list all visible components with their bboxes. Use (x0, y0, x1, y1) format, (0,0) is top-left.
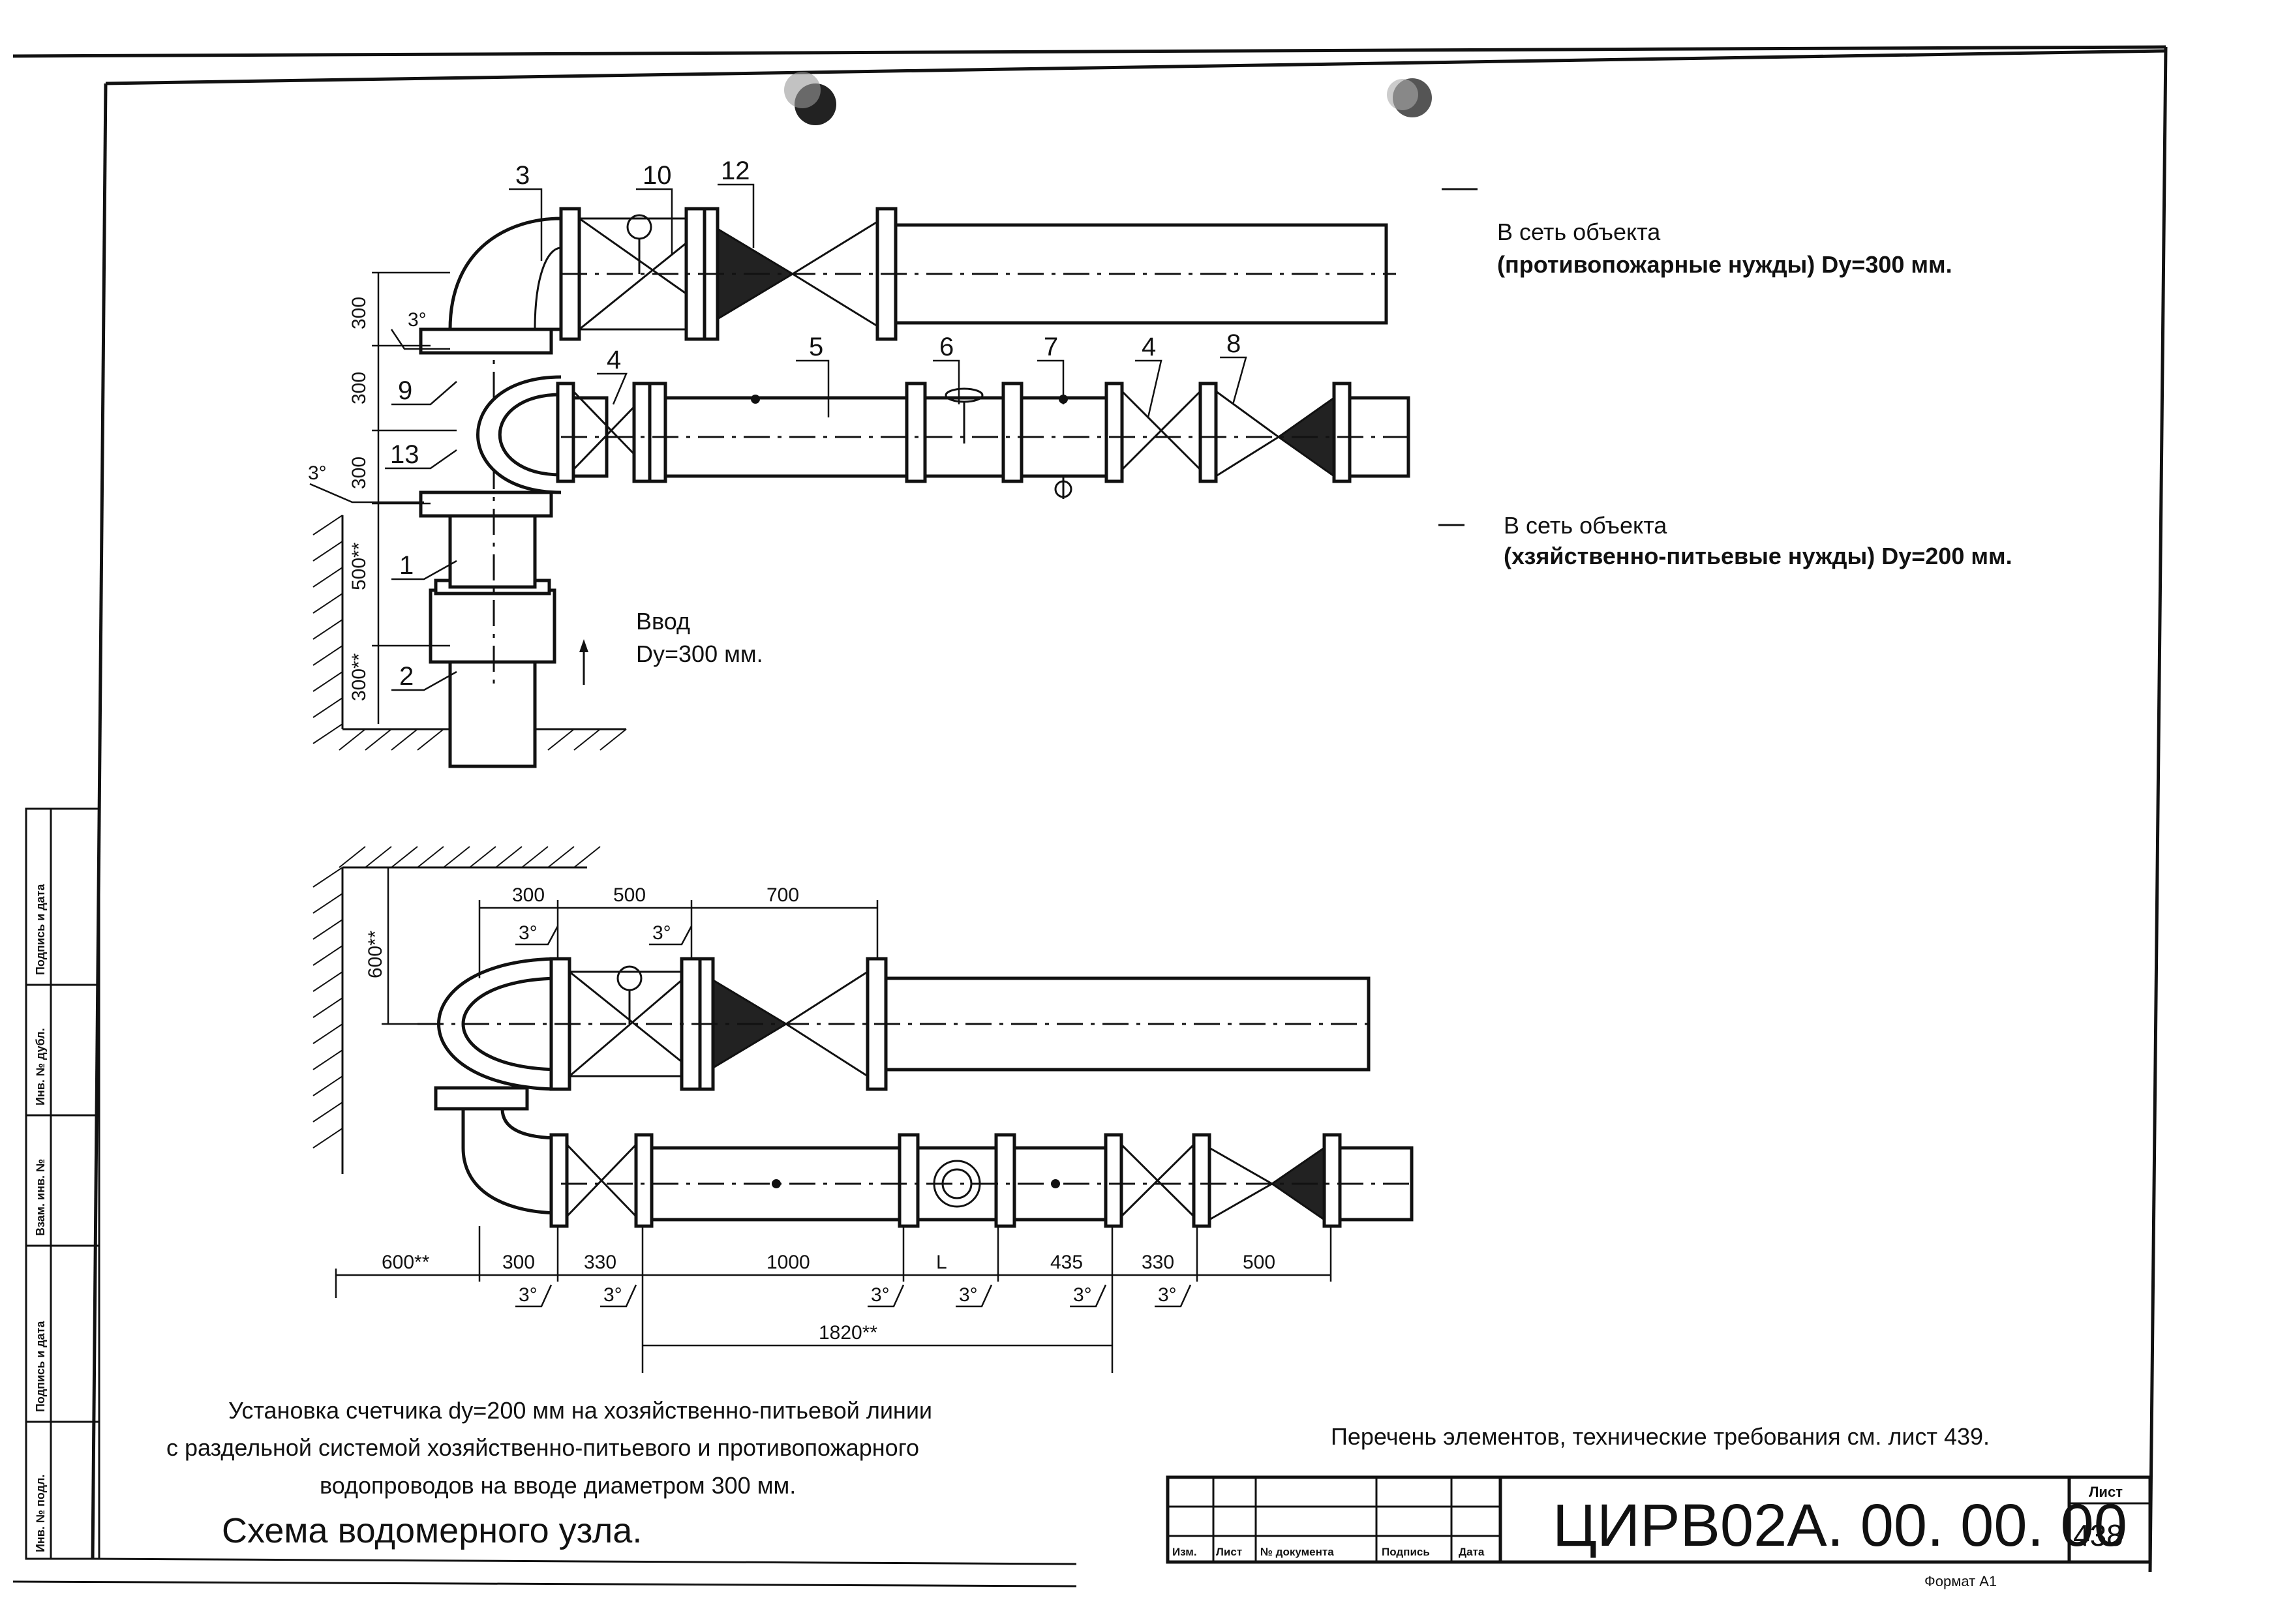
plan-domestic-line (549, 1133, 1414, 1228)
callout-1: 1 (399, 551, 414, 580)
plan-top-dims: 300 500 700 3° 3° 600** (365, 867, 879, 1025)
plan-total-dim: 1820** (819, 1322, 877, 1344)
wall-hatch-top (312, 515, 627, 751)
punch-holes (784, 72, 1432, 125)
elevation-callouts: 3 10 12 5 6 7 4 4 8 9 13 1 2 (385, 157, 1247, 691)
side-stamp-5: Подпись и дата (34, 884, 47, 975)
plan-bottom-dim-4: 1000 (766, 1252, 810, 1273)
dim-v5: 300** (348, 653, 370, 701)
plan-bottom-dim-5: L (936, 1252, 947, 1273)
plan-bottom-dim-6: 435 (1050, 1252, 1083, 1273)
plan-bottom-dims: 600** 300 330 1000 L 435 330 500 3° 3° 3… (335, 1226, 1332, 1373)
plan-bottom-dim-3: 330 (584, 1252, 616, 1273)
plan-bottom-dim-8: 500 (1243, 1252, 1275, 1273)
side-stamp-4: Инв. № дубл. (34, 1028, 47, 1105)
riser-pipe (419, 326, 556, 768)
plan-top-dim-1: 300 (512, 884, 545, 906)
dim-v4: 500** (348, 542, 370, 590)
plan-angle-b5: 3° (1073, 1284, 1092, 1306)
callout-5: 5 (809, 333, 823, 361)
elevation-dims: 300 300 300 500** 300** 3° 3° (308, 271, 457, 724)
callout-4a: 4 (607, 346, 621, 374)
network-labels: В сеть объекта (противопожарные нужды) D… (1438, 188, 2012, 569)
angle-mark-b: 3° (308, 462, 327, 484)
tb-col-3: № документа (1260, 1546, 1334, 1558)
plan-bottom-dim-7: 330 (1142, 1252, 1174, 1273)
callout-3: 3 (515, 161, 530, 190)
callout-12: 12 (721, 157, 750, 185)
diagram-title: Схема водомерного узла. (222, 1511, 642, 1550)
plan-bottom-dim-1: 600** (382, 1252, 430, 1273)
callout-13: 13 (390, 440, 419, 469)
document-code: ЦИРВ02А. 00. 00. 00 (1553, 1492, 2127, 1559)
plan-top-dim-3: 700 (766, 884, 799, 906)
plan-side-dim: 600** (365, 930, 386, 978)
plan-angle-b3: 3° (871, 1284, 890, 1306)
fire-network-label-1: В сеть объекта (1497, 218, 1661, 245)
sheet-number: 438 (2073, 1518, 2123, 1552)
callout-8: 8 (1226, 329, 1241, 358)
caption-line-3: водопроводов на вводе диаметром 300 мм. (320, 1472, 796, 1499)
wall-hatch-plan (312, 846, 601, 1174)
plan-angle-b2: 3° (603, 1284, 622, 1306)
callout-6: 6 (939, 333, 954, 361)
plan-bottom-dim-2: 300 (502, 1252, 535, 1273)
elevation-view: 300 300 300 500** 300** 3° 3° 3 10 12 5 … (308, 157, 2012, 768)
title-block: Изм. Лист № документа Подпись Дата ЦИРВ0… (1166, 1475, 2152, 1589)
angle-mark-a: 3° (408, 309, 427, 331)
elbow-3 (448, 217, 563, 331)
domestic-line-top (556, 382, 1410, 499)
plan-angle-b4: 3° (959, 1284, 978, 1306)
plan-angle-b1: 3° (519, 1284, 538, 1306)
plan-view: 300 500 700 3° 3° 600** 600** 300 330 (312, 846, 1414, 1373)
dim-v2: 300 (348, 372, 370, 404)
captions: Установка счетчика dy=200 мм на хозяйств… (166, 1397, 1990, 1550)
side-stamp: Инв. № подл. Подпись и дата Взам. инв. №… (25, 807, 100, 1560)
inlet-label-2: Dy=300 мм. (636, 640, 763, 667)
callout-9: 9 (398, 376, 412, 405)
format-label: Формат А1 (1924, 1573, 1997, 1589)
caption-line-2: с раздельной системой хозяйственно-питье… (166, 1434, 919, 1461)
tb-col-2: Лист (1216, 1546, 1242, 1558)
tb-col-4: Подпись (1382, 1546, 1430, 1558)
domestic-network-label-2: (хзяйственно-питьевые нужды) Dy=200 мм. (1504, 543, 2012, 569)
tb-col-5: Дата (1459, 1546, 1485, 1558)
callout-4b: 4 (1142, 333, 1156, 361)
side-stamp-3: Взам. инв. № (34, 1159, 47, 1236)
side-stamp-1: Инв. № подл. (34, 1475, 47, 1552)
caption-line-1: Установка счетчика dy=200 мм на хозяйств… (228, 1397, 932, 1424)
inlet-label-1: Ввод (636, 608, 690, 635)
inlet-label: Ввод Dy=300 мм. (579, 608, 763, 685)
sheet-label: Лист (2089, 1484, 2123, 1500)
fire-line-top (559, 207, 1396, 341)
callout-2: 2 (399, 662, 414, 691)
plan-angle-1: 3° (519, 922, 538, 944)
plan-fire-line (417, 957, 1376, 1091)
plan-u-bend (434, 957, 563, 1215)
dim-v3: 300 (348, 457, 370, 489)
fire-network-label-2: (противопожарные нужды) Dy=300 мм. (1497, 251, 1952, 278)
callout-7: 7 (1044, 333, 1058, 361)
u-bend (419, 327, 562, 494)
reference-note: Перечень элементов, технические требован… (1331, 1423, 1990, 1450)
plan-angle-2: 3° (652, 922, 671, 944)
domestic-network-label-1: В сеть объекта (1504, 512, 1667, 539)
side-stamp-2: Подпись и дата (34, 1321, 47, 1412)
callout-10: 10 (643, 161, 672, 190)
plan-angle-b6: 3° (1158, 1284, 1177, 1306)
tb-col-1: Изм. (1172, 1546, 1197, 1558)
plan-top-dim-2: 500 (613, 884, 646, 906)
dim-v1: 300 (348, 297, 370, 329)
